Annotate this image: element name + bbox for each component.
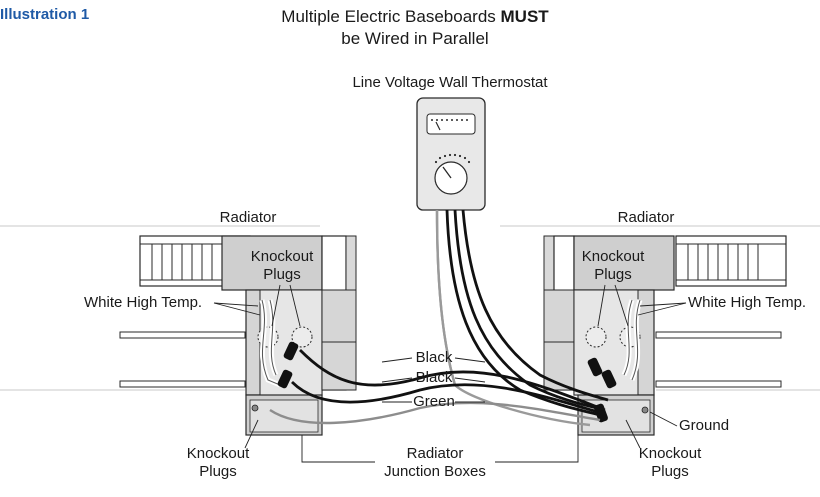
knockout-left-top-line2: Plugs (263, 266, 301, 283)
green-label: Green (413, 393, 455, 410)
ground-label: Ground (679, 417, 730, 434)
knockout-left-top-label: Knockout Plugs (240, 248, 324, 284)
thermostat-label: Line Voltage Wall Thermostat (352, 74, 548, 91)
knockout-right-bottom-label: Knockout Plugs (628, 445, 712, 481)
knockout-left-bottom-line1: Knockout (186, 445, 250, 462)
white-high-temp-right-label: White High Temp. (688, 294, 807, 311)
knockout-right-top-line1: Knockout (581, 248, 645, 265)
right-radiator (500, 225, 820, 436)
knockout-left-top-line1: Knockout (250, 248, 314, 265)
junction-boxes-line2: Junction Boxes (384, 463, 486, 480)
title-line2: be Wired in Parallel (341, 29, 489, 48)
white-high-temp-left-label: White High Temp. (84, 294, 203, 311)
knockout-right-top-line2: Plugs (594, 266, 632, 283)
wiring (269, 209, 609, 427)
knockout-right-top-label: Knockout Plugs (571, 248, 655, 284)
label-leaders (213, 284, 687, 463)
thermostat-unit (416, 97, 486, 211)
title-line1-prefix: Multiple Electric Baseboards (281, 7, 501, 26)
knockout-left-bottom-label: Knockout Plugs (176, 445, 260, 481)
title-line1-bold: MUST (500, 7, 549, 26)
left-radiator (0, 225, 357, 436)
knockout-right-bottom-line2: Plugs (651, 463, 689, 480)
illustration-number: Illustration 1 (0, 6, 90, 23)
knockout-right-bottom-line1: Knockout (638, 445, 702, 462)
radiator-right-label: Radiator (617, 209, 675, 226)
radiator-left-label: Radiator (219, 209, 277, 226)
junction-boxes-line1: Radiator (406, 445, 464, 462)
black-label-2: Black (415, 369, 453, 386)
junction-boxes-label: Radiator Junction Boxes (360, 445, 510, 481)
knockout-left-bottom-line2: Plugs (199, 463, 237, 480)
diagram-title: Multiple Electric Baseboards MUST be Wir… (250, 6, 580, 50)
black-label-1: Black (415, 349, 453, 366)
